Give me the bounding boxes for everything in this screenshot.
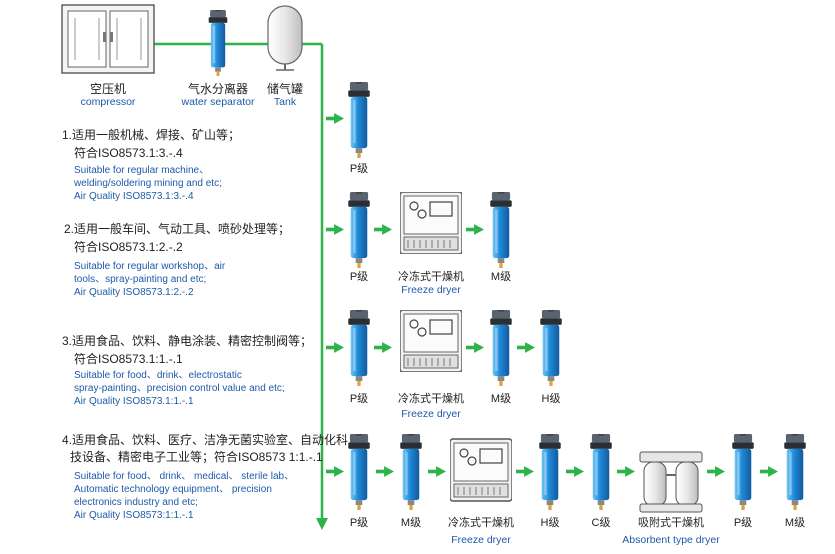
flow-arrow — [517, 342, 535, 353]
level-1-desc-en-1: Suitable for regular machine、 — [74, 165, 210, 176]
level-4-desc-en-4: Air Quality ISO8573:1:1.-.1 — [74, 510, 194, 521]
level-4-comp-p2: P级 — [733, 517, 753, 529]
water-separator-image — [208, 10, 228, 76]
level-2-comp-m: M级 — [490, 271, 512, 283]
level-4-standard: 技设备、精密电子工业等；符合ISO8573 1:1.-.1 — [70, 450, 323, 464]
flow-arrow — [326, 113, 344, 124]
level-3-desc-en-3: Air Quality ISO8573.1:1.-.1 — [74, 396, 194, 407]
level-1-desc-en-3: Air Quality ISO8573.1:3.-.4 — [74, 191, 194, 202]
level-2-desc-en-3: Air Quality ISO8573.1:2.-.2 — [74, 287, 194, 298]
flow-arrow — [326, 342, 344, 353]
level-2-comp-dryer: 冷冻式干燥机 — [398, 271, 464, 283]
m-filter-icon — [490, 192, 512, 268]
level-3-comp-p: P级 — [349, 393, 369, 405]
level-2-desc-en-1: Suitable for regular workshop、air — [74, 261, 226, 272]
flow-arrow — [707, 466, 725, 477]
level-2-dryer-en: Freeze dryer — [401, 284, 461, 296]
level-3-comp-m: M级 — [490, 393, 512, 405]
freeze-dryer-image — [400, 310, 462, 372]
level-2-standard: 符合ISO8573.1:2.-.2 — [74, 240, 183, 254]
tank-label: 储气罐 — [266, 82, 303, 96]
flow-arrow — [374, 224, 392, 235]
water-separator-label: 气水分离器 — [187, 82, 248, 96]
level-1-desc-en-2: welding/soldering mining and etc; — [74, 178, 222, 189]
compressor-label-en: compressor — [80, 96, 136, 108]
tank-label-en: Tank — [273, 96, 297, 108]
level-1-standard: 符合ISO8573.1:3.-.4 — [74, 146, 183, 160]
flow-arrow — [428, 466, 446, 477]
m-filter-icon — [490, 310, 512, 386]
flow-arrow — [760, 466, 778, 477]
p-filter-icon — [732, 434, 754, 510]
level-4-title: 4.适用食品、饮料、医疗、洁净无菌实验室、自动化科 — [62, 433, 349, 447]
water-separator-label-en: water separator — [181, 96, 255, 108]
p-filter-icon — [348, 82, 370, 158]
flow-arrow — [466, 224, 484, 235]
level-3-desc-en-2: spray-painting、precision control value a… — [74, 383, 285, 394]
flow-arrow — [617, 466, 635, 477]
freeze-dryer-image — [450, 438, 512, 502]
c-filter-icon — [590, 434, 612, 510]
level-4-comp-m: M级 — [400, 517, 422, 529]
compressor-label: 空压机 — [89, 82, 126, 96]
flow-arrow — [326, 466, 344, 477]
flow-arrow — [466, 342, 484, 353]
level-4-desc-en-1: Suitable for food、 drink、 medical、 steri… — [74, 471, 295, 482]
level-4-comp-dryer: 冷冻式干燥机 — [448, 517, 514, 529]
level-4-desc-en-3: electronics industry and etc; — [74, 497, 198, 508]
flow-arrow — [516, 466, 534, 477]
compressor-image — [61, 4, 155, 74]
level-2-title: 2.适用一般车间、气动工具、喷砂处理等； — [64, 222, 291, 236]
h-filter-icon — [539, 434, 561, 510]
level-2-comp-p: P级 — [349, 271, 369, 283]
flow-arrow — [326, 224, 344, 235]
level-4-comp-c: C级 — [591, 517, 611, 529]
level-3-dryer-en: Freeze dryer — [401, 408, 461, 420]
tank-image — [267, 5, 303, 71]
m-filter-icon — [400, 434, 422, 510]
level-3-standard: 符合ISO8573.1:1.-.1 — [74, 352, 183, 366]
level-2-desc-en-2: tools、spray-painting and etc; — [74, 274, 207, 285]
p-filter-icon — [348, 434, 370, 510]
flow-arrow — [566, 466, 584, 477]
level-1-title: 1.适用一般机械、焊接、矿山等； — [62, 128, 241, 142]
h-filter-icon — [540, 310, 562, 386]
p-filter-icon — [348, 192, 370, 268]
level-3-comp-dryer: 冷冻式干燥机 — [398, 393, 464, 405]
level-4-comp-m2: M级 — [784, 517, 806, 529]
flow-arrow — [374, 342, 392, 353]
absorbent-dryer-image — [639, 451, 703, 513]
level-4-comp-h: H级 — [540, 517, 560, 529]
level-4-dryer-en: Freeze dryer — [451, 534, 511, 546]
freeze-dryer-image — [400, 192, 462, 254]
flow-arrow — [376, 466, 394, 477]
m-filter-icon — [784, 434, 806, 510]
level-4-desc-en-2: Automatic technology equipment、 precisio… — [74, 484, 272, 495]
level-4-absorbent-en: Absorbent type dryer — [622, 534, 720, 546]
level-3-comp-h: H级 — [541, 393, 561, 405]
level-3-title: 3.适用食品、饮料、静电涂装、精密控制阀等； — [62, 334, 313, 348]
level-4-comp-absorbent: 吸附式干燥机 — [638, 517, 704, 529]
level-3-desc-en-1: Suitable for food、drink、electrostatic — [74, 370, 242, 381]
p-filter-icon — [348, 310, 370, 386]
level-4-comp-p: P级 — [349, 517, 369, 529]
level-1-comp-p: P级 — [349, 163, 369, 175]
